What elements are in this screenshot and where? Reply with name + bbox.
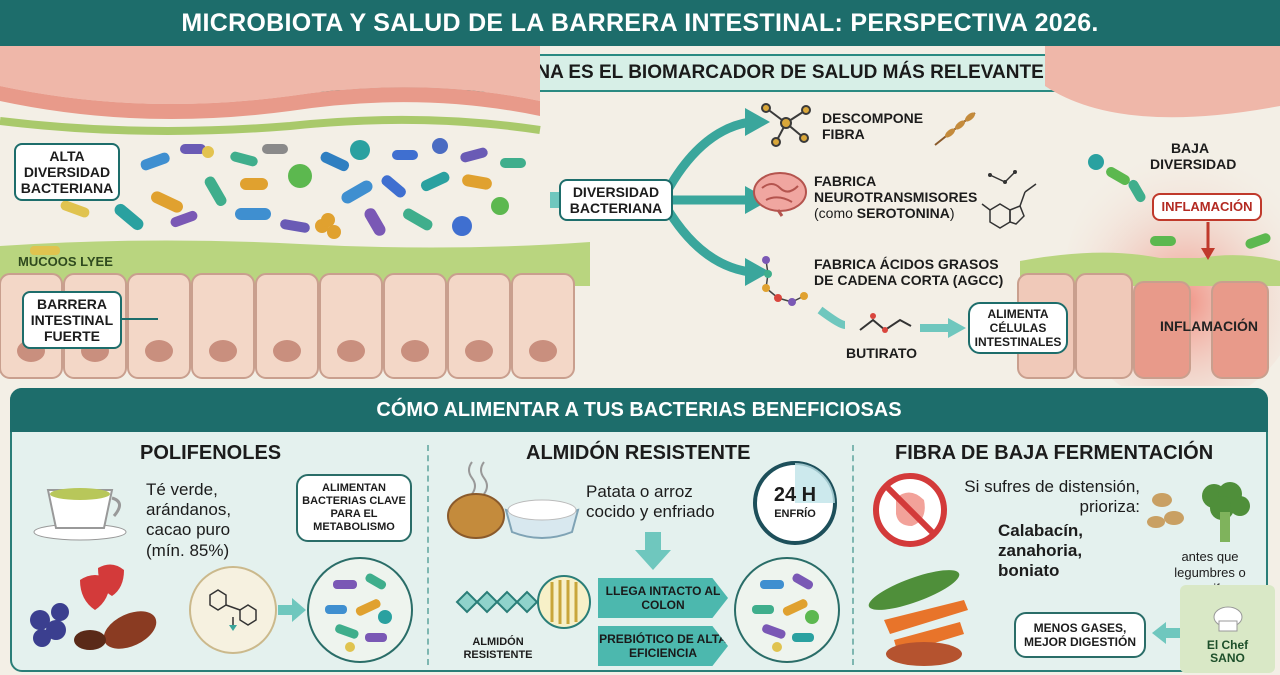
serotonin-molecule-icon	[981, 170, 1037, 229]
down-arrow	[635, 532, 671, 570]
serotonin-prefix: (como	[814, 205, 857, 221]
fiber-bubble: MENOS GASES, MEJOR DIGESTIÓN	[1014, 612, 1146, 658]
butyrate-molecule-icon	[859, 313, 912, 333]
high-diversity-label: ALTA DIVERSIDAD BACTERIANA	[14, 143, 120, 201]
page-title: MICROBIOTA Y SALUD DE LA BARRERA INTESTI…	[0, 0, 1280, 46]
clock-hours: 24 H	[773, 484, 817, 506]
fiber-network-icon	[761, 103, 811, 147]
barrier-pointer-line	[122, 318, 158, 320]
low-fermentation-title: FIBRA DE BAJA FERMENTACIÓN	[895, 442, 1214, 464]
prebiotic-tag: PREBIÓTICO DE ALTA EFICIENCIA	[598, 626, 728, 666]
green-tea-cup-icon	[33, 488, 127, 541]
bacteria-cluster-high-diversity	[30, 138, 526, 255]
serotonin-suffix: )	[949, 205, 955, 221]
vegetables-icon	[868, 570, 968, 666]
polyphenols-foods: Té verde, arándanos, cacao puro	[146, 480, 232, 539]
polyphenol-molecule-icon	[189, 566, 277, 654]
fiber-foods: Calabacín, zanahoria, boniato	[998, 521, 1084, 580]
neurotransmitter-title: FABRICA NEUROTRANSMISORES	[814, 173, 978, 205]
column-divider-2	[852, 445, 854, 665]
fiber-intro: Si sufres de distensión, prioriza:	[964, 477, 1140, 516]
clock-icon	[753, 461, 837, 545]
gut-bacteria-circle-1	[307, 557, 413, 663]
starch-title: ALMIDÓN RESISTENTE	[526, 442, 751, 464]
flow-arrows	[550, 108, 966, 338]
bacteria-cluster-low-diversity	[1088, 154, 1271, 249]
legumes-broccoli-icon	[1147, 482, 1250, 542]
polyphenol-arrow	[278, 598, 306, 622]
gut-wall-top-right	[1045, 46, 1280, 118]
serotonin-line: (como SEROTONINA)	[814, 205, 994, 221]
gut-bacteria-circle-2	[734, 557, 840, 663]
fiber-arrow	[1152, 622, 1182, 644]
polyphenols-title: POLIFENOLES	[140, 442, 282, 464]
fiber-breakdown-label: DESCOMPONE FIBRA	[822, 110, 924, 142]
feeds-cells-bubble: ALIMENTA CÉLULAS INTESTINALES	[968, 302, 1068, 354]
serotonin-name: SEROTONINA	[856, 205, 950, 221]
brain-icon	[753, 172, 807, 217]
colon-tag: LLEGA INTACTO AL COLON	[598, 578, 728, 618]
chef-hat-icon	[1213, 606, 1242, 632]
fatty-acid-chain-icon	[762, 256, 808, 306]
starch-foods: Patata o arroz cocido y enfriado	[586, 482, 715, 521]
mucus-layer-label: MUCOOS LYEE	[18, 254, 113, 269]
potato-rice-icon	[447, 461, 580, 539]
clock-label: ENFRÍO	[774, 508, 816, 520]
gut-wall-top-left	[0, 46, 540, 104]
no-bloating-icon	[873, 473, 947, 547]
logo-line-1: El Chef	[1206, 638, 1249, 652]
fiber-compare: antes que legumbres o crucifer	[1174, 549, 1246, 596]
inflammation-label: INFLAMACIÓN	[1160, 318, 1258, 334]
wheat-icon	[934, 112, 976, 146]
polyphenols-bubble: ALIMENTAN BACTERIAS CLAVE PARA EL METABO…	[296, 474, 412, 542]
berries-cacao-icon	[30, 564, 157, 650]
starch-structure-label: ALMIDÓN RESISTENTE	[463, 636, 533, 661]
feeding-panel-heading: CÓMO ALIMENTAR A TUS BACTERIAS BENEFICIO…	[10, 388, 1268, 432]
butyrate-label: BUTIRATO	[846, 345, 918, 361]
inflammation-arrow	[1201, 222, 1215, 260]
logo-line-2: SANO	[1210, 651, 1245, 665]
column-divider-1	[427, 445, 429, 665]
low-diversity-label: BAJA DIVERSIDAD	[1150, 140, 1237, 172]
strong-barrier-label: BARRERA INTESTINAL FUERTE	[22, 291, 122, 349]
el-chef-sano-logo: El Chef SANO	[1180, 585, 1275, 673]
diversity-node: DIVERSIDAD BACTERIANA	[559, 179, 673, 221]
starch-structure-icon	[455, 575, 591, 629]
polyphenols-note: (mín. 85%)	[146, 541, 230, 560]
inflammation-tag: INFLAMACIÓN	[1152, 193, 1262, 221]
neurotransmitter-block: FABRICA NEUROTRANSMISORES (como SEROTONI…	[814, 173, 994, 221]
agcc-label: FABRICA ÁCIDOS GRASOS DE CADENA CORTA (A…	[814, 256, 1004, 288]
